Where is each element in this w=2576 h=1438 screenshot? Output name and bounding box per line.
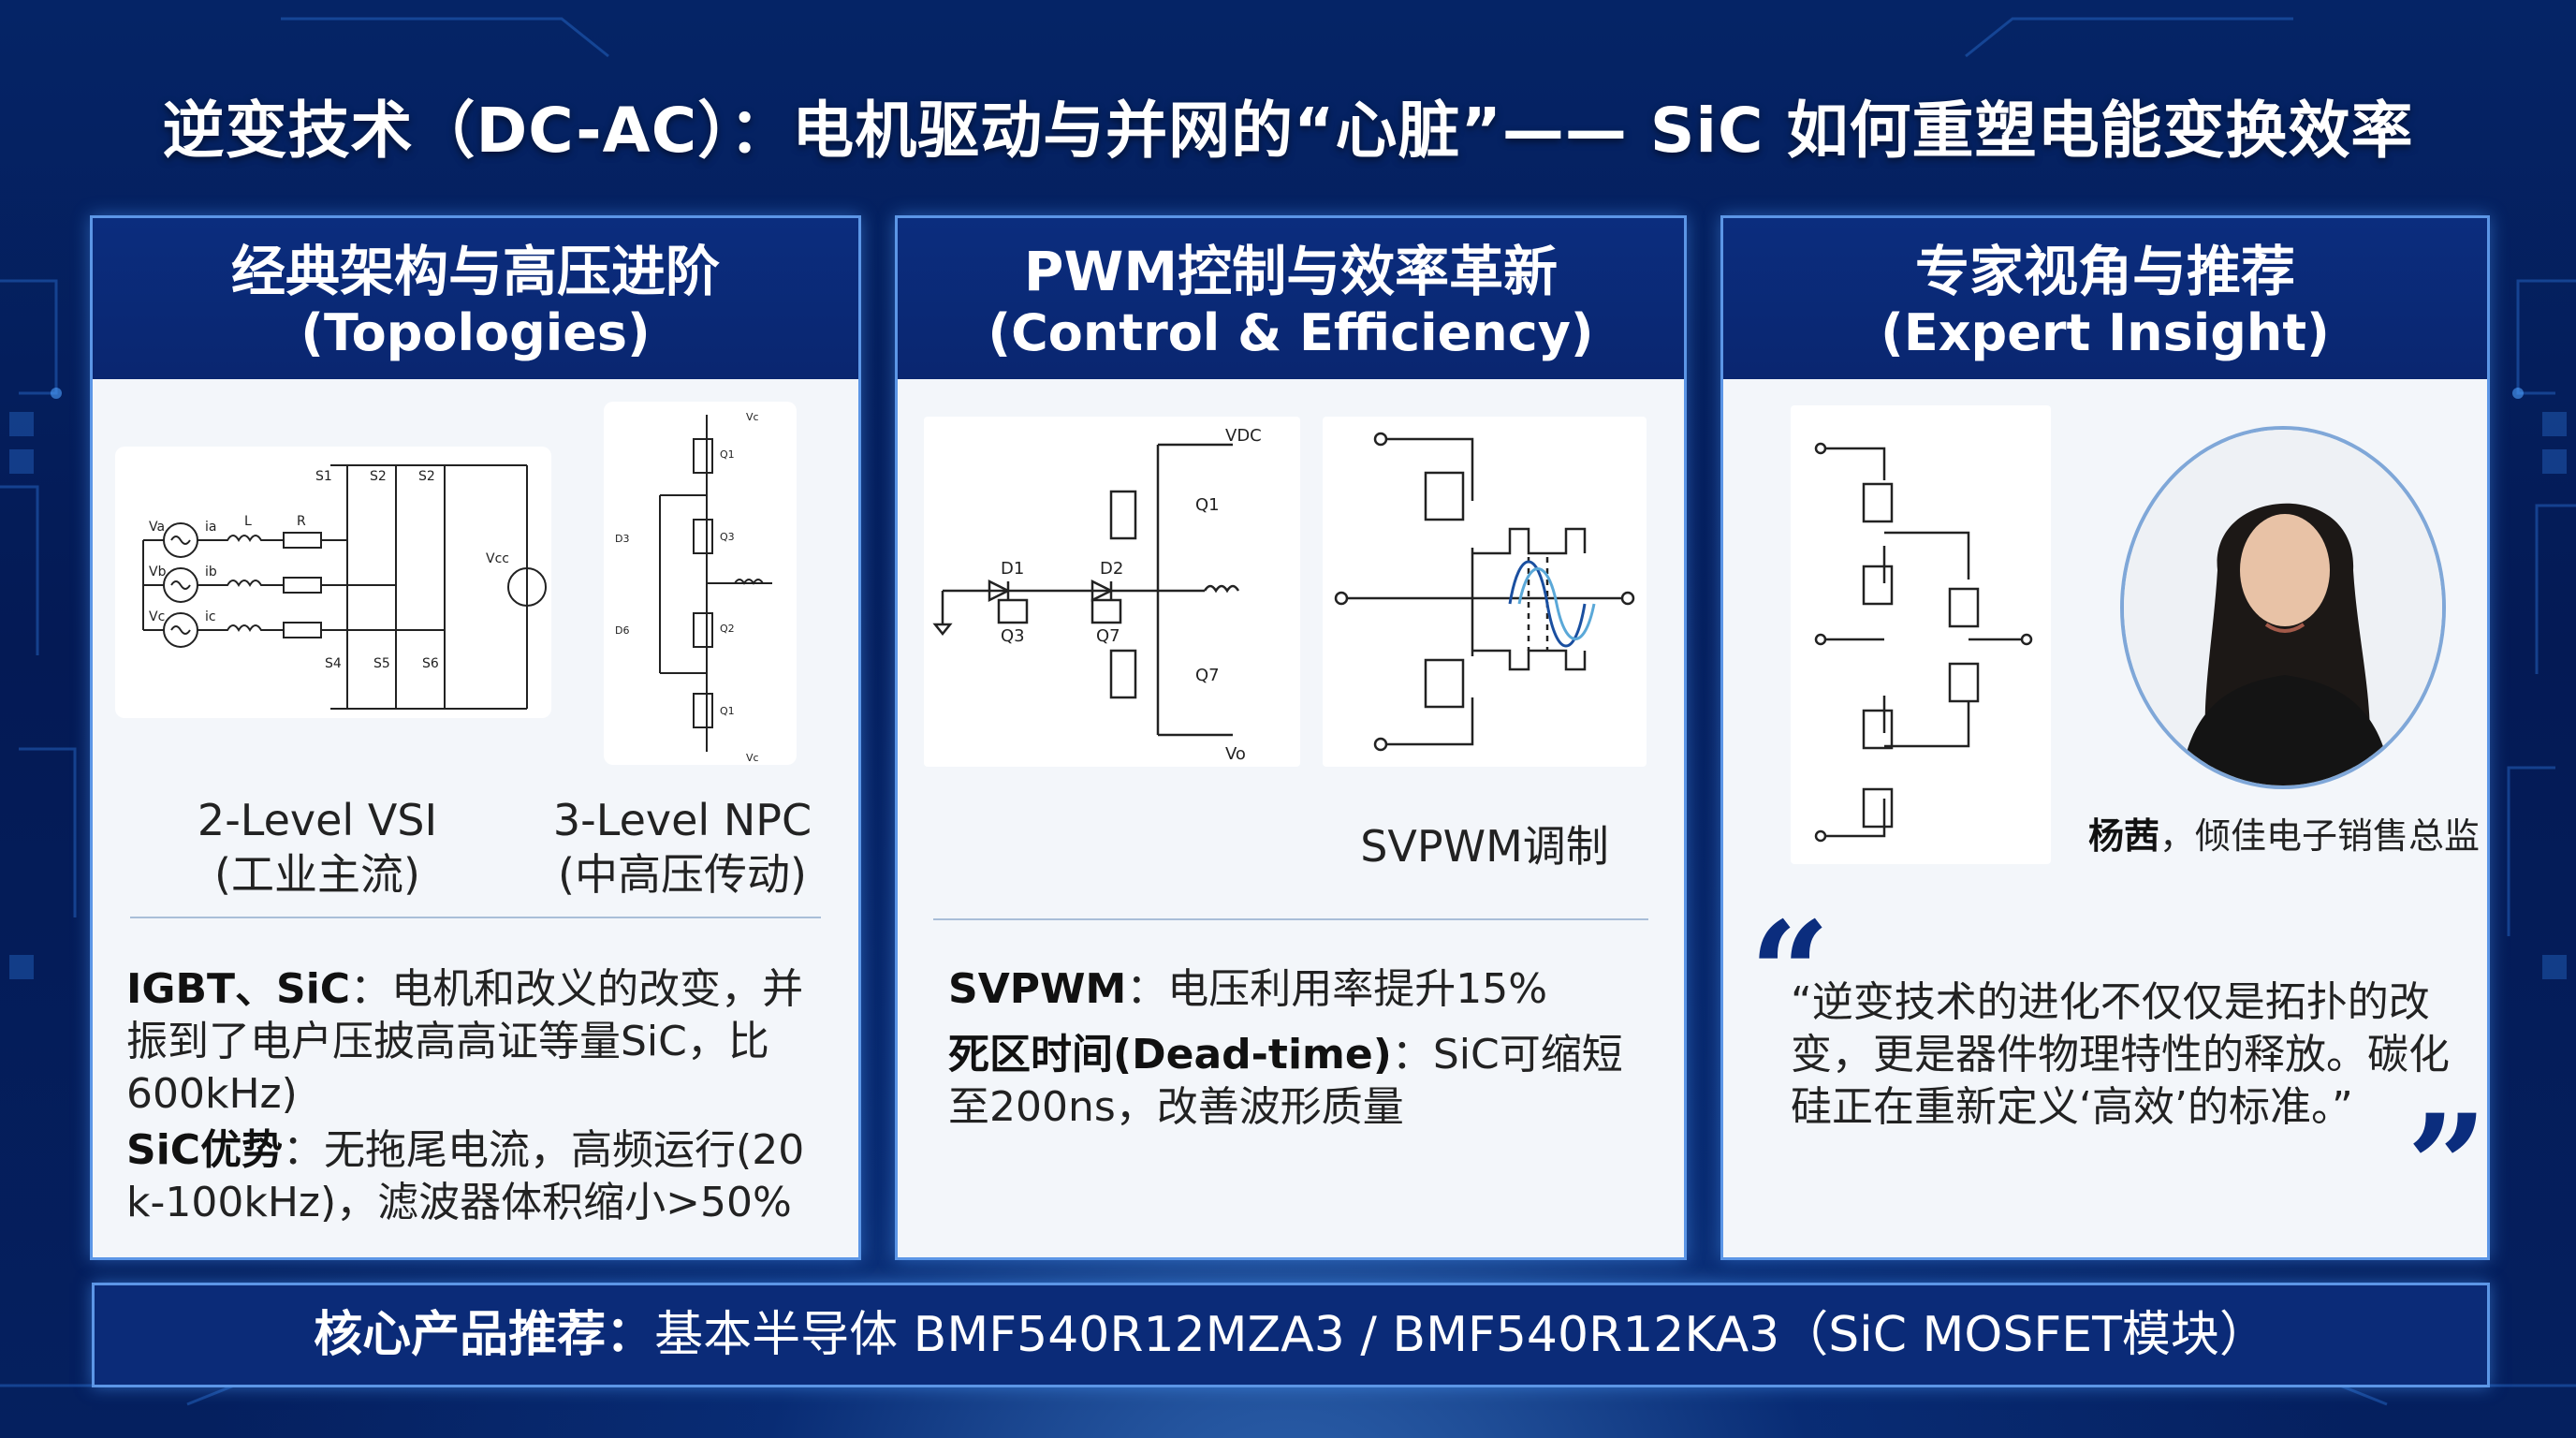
topology-text-1: IGBT、SiC：电机和改义的改变，并振到了电户压披高高证等量SiC，比600k… <box>126 963 838 1121</box>
label-d2: D2 <box>1100 559 1123 579</box>
label-vc-bot: Vc <box>746 752 759 764</box>
label-va: Va <box>149 520 165 535</box>
label-q7: Q7 <box>1195 666 1220 685</box>
panel-heading: 经典架构与高压进阶 <box>230 240 720 303</box>
label-vdc: VDC <box>1225 426 1262 446</box>
label-s2: S2 <box>370 469 387 484</box>
expert-avatar <box>2120 426 2446 789</box>
recommendation-products: 基本半导体 BMF540R12MZA3 / BMF540R12KA3（SiC M… <box>654 1307 2268 1363</box>
multilevel-topology-diagram <box>1791 405 2051 864</box>
panel-subheading: (Expert Insight) <box>1881 303 2330 362</box>
caption-two-level: 2-Level VSI (工业主流) <box>149 793 486 902</box>
text-bold: 死区时间(Dead-time) <box>948 1031 1392 1078</box>
label-l: L <box>244 514 252 529</box>
label-ib: ib <box>205 565 217 580</box>
label-q3: Q3 <box>1001 626 1025 646</box>
product-recommendation-bar: 核心产品推荐：基本半导体 BMF540R12MZA3 / BMF540R12KA… <box>92 1283 2490 1387</box>
person-title: ，倾佳电子销售总监 <box>2159 815 2481 857</box>
open-quote-icon: “ <box>1749 891 1831 1056</box>
label-ia: ia <box>205 520 216 535</box>
close-quote-icon: ” <box>2407 1084 2488 1249</box>
label-s5: S5 <box>373 656 390 671</box>
panel-header: 专家视角与推荐 (Expert Insight) <box>1723 218 2487 379</box>
text-bold: IGBT、SiC <box>126 965 351 1013</box>
label-d3: D3 <box>615 533 629 545</box>
label-r: R <box>297 514 306 529</box>
expert-quote: “逆变技术的进化不仅仅是拓扑的改变，更是器件物理特性的释放。碳化硅正在重新定义‘… <box>1791 978 2450 1131</box>
label-vc: Vc <box>149 609 165 624</box>
control-text-1: SVPWM：电压利用率提升15% <box>948 963 1660 1016</box>
label-q2: Q2 <box>720 623 735 635</box>
recommendation-label: 核心产品推荐： <box>314 1307 655 1363</box>
panel-expert-insight: 专家视角与推荐 (Expert Insight) <box>1720 215 2490 1260</box>
panel-subheading: (Control & Efficiency) <box>988 303 1594 362</box>
text-body: ：电压利用率提升15% <box>1126 965 1548 1013</box>
caption-line: (工业主流) <box>214 849 420 900</box>
caption-svpwm: SVPWM调制 <box>1360 821 1609 872</box>
caption-line: 3-Level NPC <box>552 795 812 845</box>
person-name: 杨茜 <box>2088 815 2160 857</box>
text-body: ：无拖尾电流，高频运行(20 k-100kHz)，滤波器体积缩小>50% <box>126 1126 805 1226</box>
panel-body: 杨茜，倾佳电子销售总监 “ “逆变技术的进化不仅仅是拓扑的改变，更是器件物理特性… <box>1723 379 2487 1257</box>
label-vo: Vo <box>1225 744 1246 764</box>
panel-header: PWM控制与效率革新 (Control & Efficiency) <box>898 218 1684 379</box>
inverter-leg-diagram: VDC Vo Q1 Q7 D1 D2 Q3 Q7 <box>924 417 1300 767</box>
panel-subheading: (Topologies) <box>300 303 651 362</box>
page-title: 逆变技术（DC-AC）：电机驱动与并网的“心脏”—— SiC 如何重塑电能变换效… <box>162 95 2414 167</box>
topology-text-2: SiC优势：无拖尾电流，高频运行(20 k-100kHz)，滤波器体积缩小>50… <box>126 1124 838 1229</box>
two-level-vsi-diagram: Va Vb Vc ia ib ic L R S1 S2 S2 S4 S5 S6 … <box>115 447 551 718</box>
label-q7b: Q7 <box>1096 626 1120 646</box>
panel-heading: 专家视角与推荐 <box>1914 240 2295 303</box>
label-d6: D6 <box>615 624 629 637</box>
label-s1: S1 <box>315 469 332 484</box>
panel-body: VDC Vo Q1 Q7 D1 D2 Q3 Q7 <box>898 379 1684 1257</box>
label-d1: D1 <box>1001 559 1024 579</box>
panel-control-efficiency: PWM控制与效率革新 (Control & Efficiency) VDC Vo… <box>895 215 1687 1260</box>
divider <box>130 917 821 918</box>
text-bold: SVPWM <box>948 965 1127 1013</box>
caption-line: 2-Level VSI <box>197 795 438 845</box>
caption-line: (中高压传动) <box>558 849 807 900</box>
label-vcc: Vcc <box>486 551 509 566</box>
label-vc-top: Vc <box>746 411 759 423</box>
panel-body: Va Vb Vc ia ib ic L R S1 S2 S2 S4 S5 S6 … <box>93 379 858 1257</box>
caption-three-level: 3-Level NPC (中高压传动) <box>523 793 842 902</box>
label-s3: S2 <box>418 469 435 484</box>
label-q1: Q1 <box>720 448 735 461</box>
panel-topologies: 经典架构与高压进阶 (Topologies) <box>90 215 861 1260</box>
label-q1: Q1 <box>1195 495 1220 515</box>
divider <box>933 918 1648 920</box>
panel-header: 经典架构与高压进阶 (Topologies) <box>93 218 858 379</box>
label-ic: ic <box>205 609 216 624</box>
label-s6: S6 <box>422 656 439 671</box>
label-s4: S4 <box>325 656 342 671</box>
expert-name: 杨茜，倾佳电子销售总监 <box>2088 810 2481 862</box>
svpwm-waveform-diagram <box>1323 417 1647 767</box>
control-text-2: 死区时间(Dead-time)：SiC可缩短至200ns，改善波形质量 <box>948 1029 1660 1134</box>
label-q3: Q3 <box>720 531 735 543</box>
three-level-npc-diagram: Vc Vc Q1 Q3 Q2 Q1 D3 D6 <box>604 402 797 765</box>
panel-heading: PWM控制与效率革新 <box>1023 240 1559 303</box>
label-q1b: Q1 <box>720 705 735 717</box>
text-body: ：SiC可缩短至200ns，改善波形质量 <box>948 1031 1623 1131</box>
text-bold: SiC优势 <box>126 1126 284 1174</box>
text-body: ：电机和改义的改变，并振到了电户压披高高证等量SiC，比600kHz) <box>126 965 804 1118</box>
label-vb: Vb <box>149 565 167 580</box>
